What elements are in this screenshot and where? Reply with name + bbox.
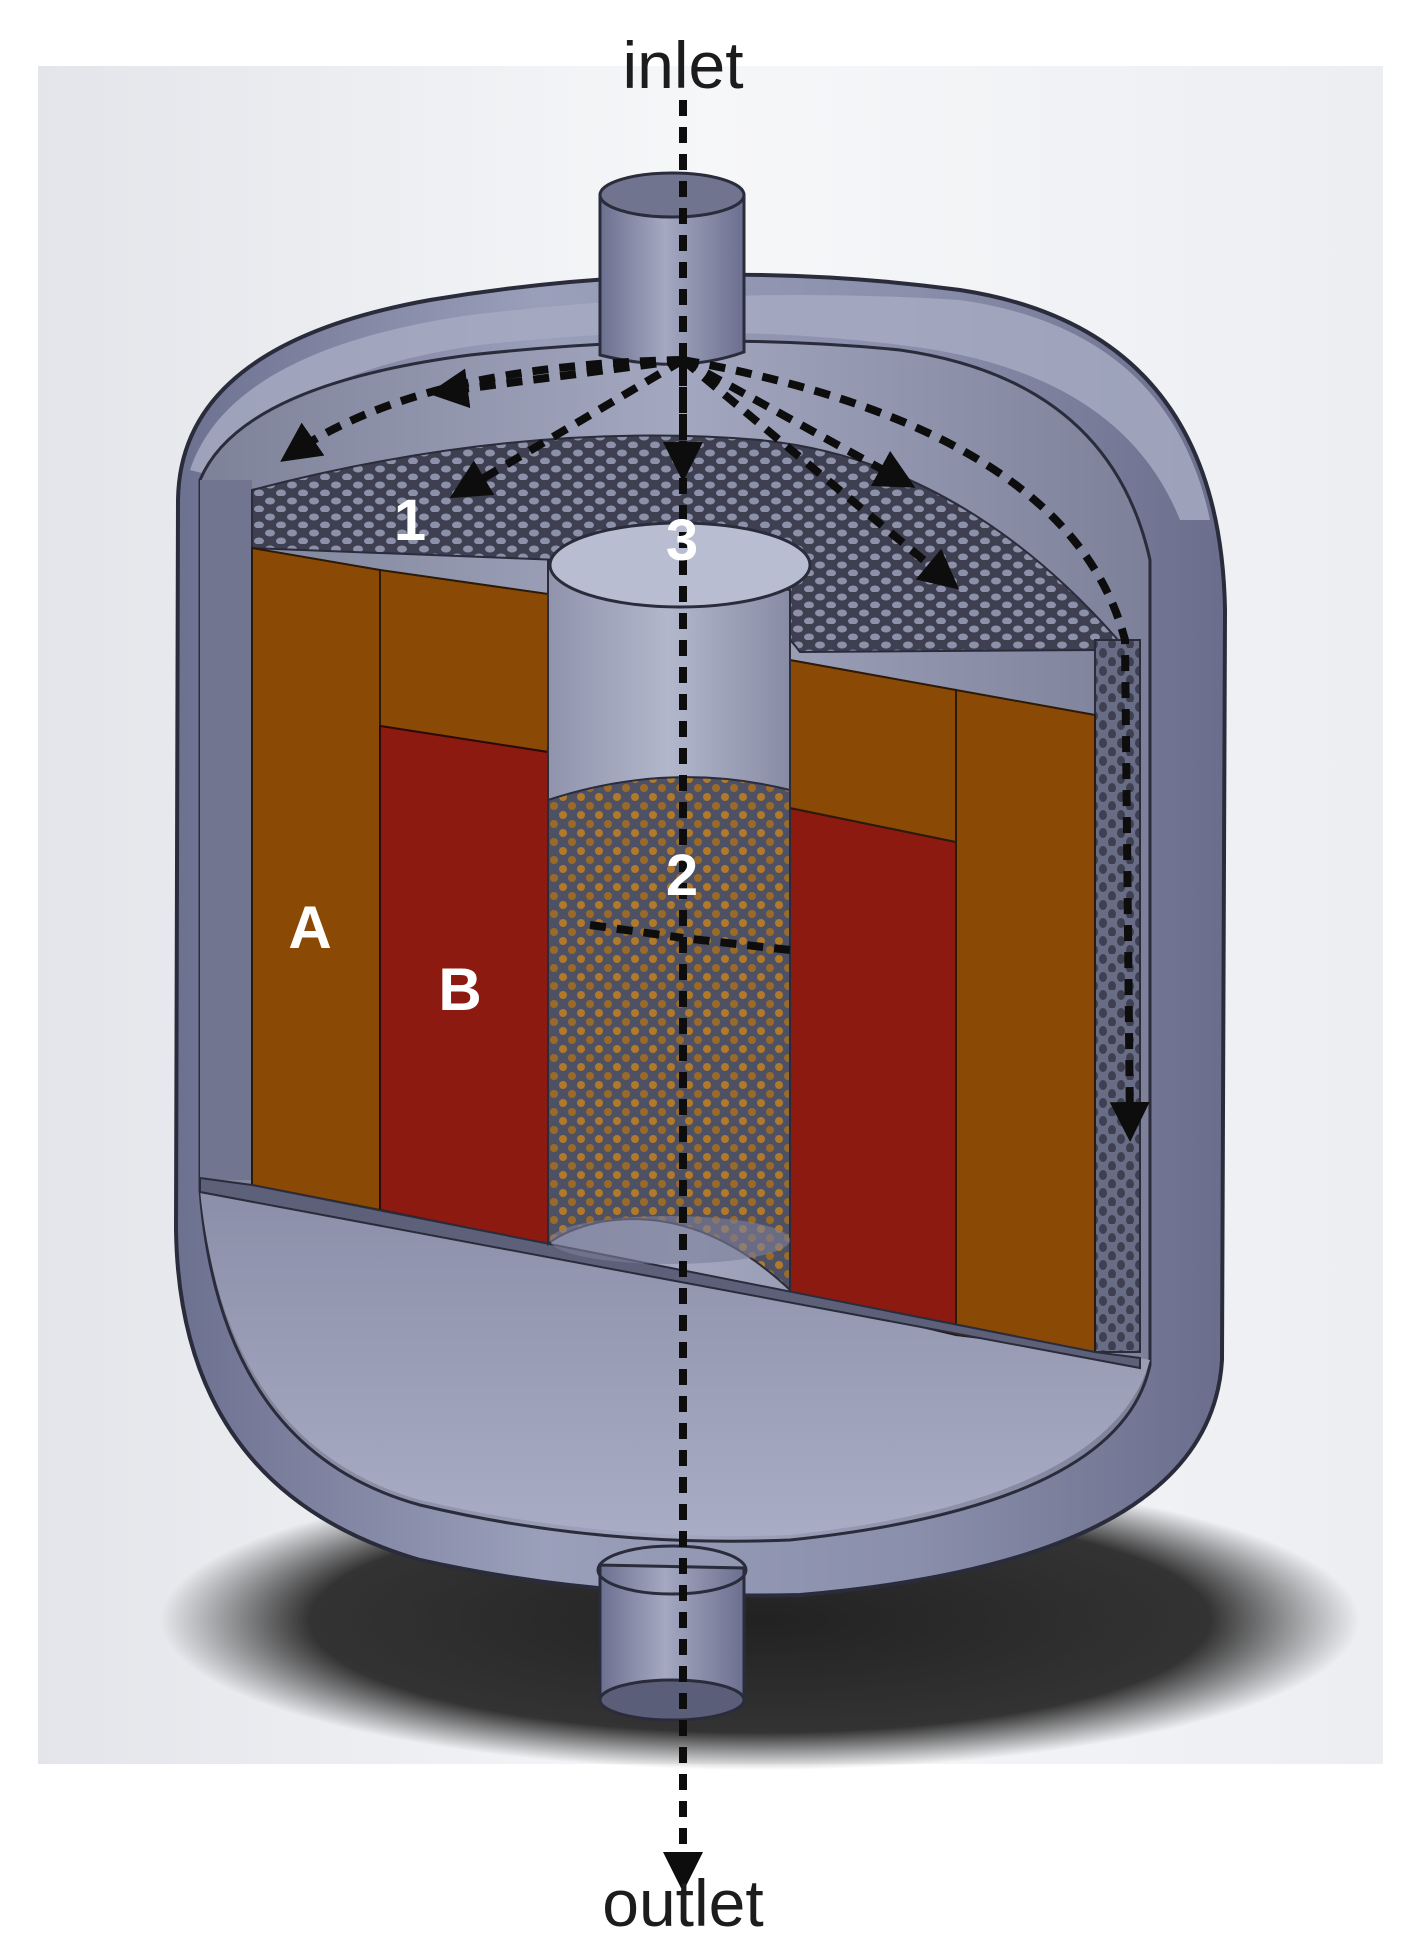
outlet-hole-rim bbox=[550, 1216, 790, 1264]
outlet-label: outlet bbox=[602, 1866, 763, 1940]
inlet-label: inlet bbox=[622, 28, 743, 102]
media-a-left bbox=[251, 546, 381, 1212]
flow-arrows bbox=[280, 100, 1150, 1892]
flow-left-arc bbox=[280, 356, 684, 462]
central-solid-tube bbox=[547, 558, 791, 802]
media-a-left-top bbox=[379, 568, 549, 754]
media-b-right bbox=[789, 806, 957, 1337]
outlet-pipe-top-rim bbox=[596, 1544, 748, 1596]
inlet-pipe-opening bbox=[598, 171, 746, 219]
lid-surface bbox=[190, 295, 1210, 520]
marker-1-label: 1 bbox=[394, 488, 426, 553]
outlet-pipe-opening bbox=[598, 1678, 746, 1722]
media-a-right bbox=[955, 688, 1096, 1354]
bottom-dish bbox=[200, 1180, 1150, 1536]
flow-right-lower bbox=[680, 356, 960, 590]
marker-3-label: 3 bbox=[666, 508, 698, 573]
central-perforated-tube bbox=[547, 755, 791, 1293]
flow-right-upper bbox=[681, 356, 916, 488]
flow-right-wall-down bbox=[682, 356, 1150, 1142]
marker-2-label: 2 bbox=[666, 843, 698, 908]
bottom-plate bbox=[199, 1176, 1141, 1370]
inlet-pipe bbox=[598, 193, 746, 366]
right-perforated-wall bbox=[1094, 639, 1141, 1353]
zone-a-label: A bbox=[288, 894, 331, 961]
flow-core-left bbox=[589, 921, 684, 942]
left-wall-strip bbox=[200, 480, 252, 1180]
flow-core-right bbox=[682, 934, 791, 954]
flow-left-upper bbox=[428, 356, 684, 409]
zone-b-label: B bbox=[438, 956, 481, 1023]
